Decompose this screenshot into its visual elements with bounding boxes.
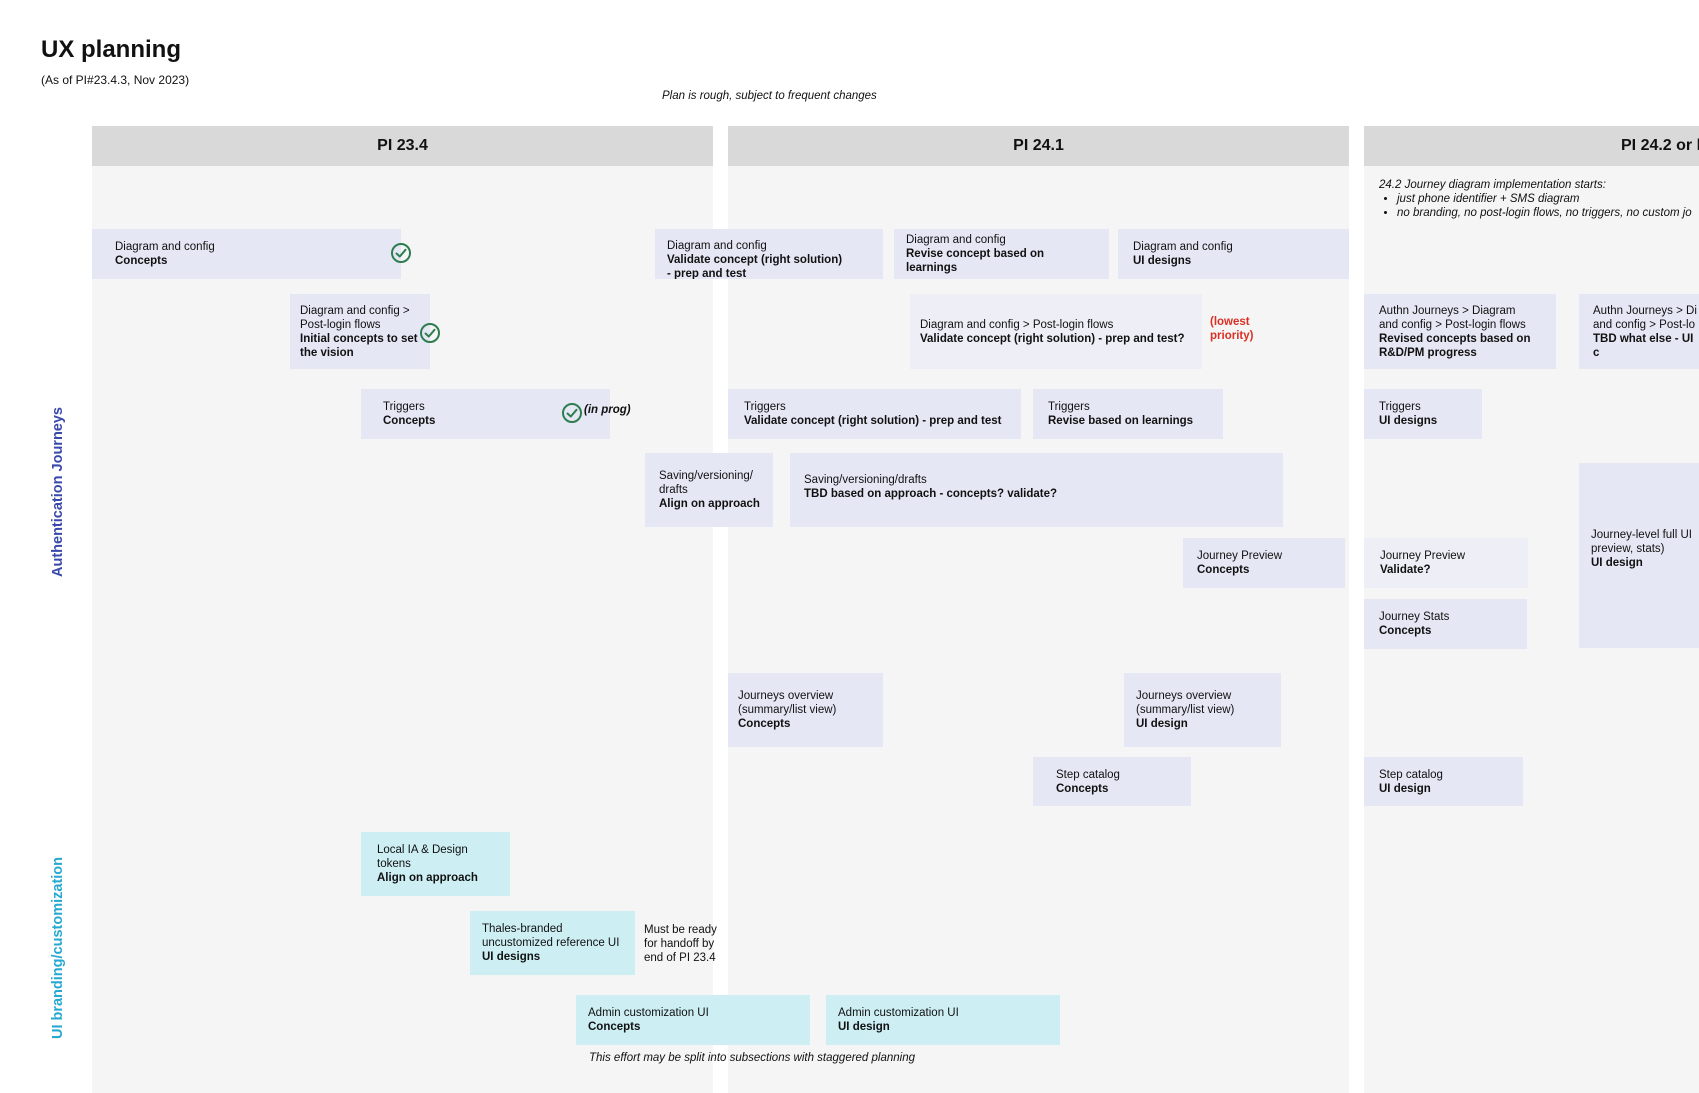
- card-diagram-revise[interactable]: Diagram and config Revise concept based …: [894, 229, 1109, 279]
- card-line: Journeys overview (summary/list view): [738, 690, 837, 716]
- card-line-bold: TBD what else - UI c: [1593, 332, 1694, 359]
- card-postlogin-tbd[interactable]: Authn Journeys > Di and config > Post-lo…: [1579, 294, 1699, 369]
- card-overview-concepts[interactable]: Journeys overview (summary/list view) Co…: [728, 673, 883, 747]
- card-line: Journey-level full UI preview, stats): [1591, 529, 1692, 555]
- card-line-bold: Concepts: [1379, 625, 1432, 637]
- card-line-bold: Validate concept (right solution) - prep…: [920, 332, 1185, 345]
- card-line: Triggers: [744, 401, 786, 413]
- card-line: Journey Preview: [1380, 550, 1466, 562]
- card-local-ia-align[interactable]: Local IA & Design tokens Align on approa…: [361, 832, 510, 896]
- card-journey-full-preview[interactable]: Journey-level full UI preview, stats) UI…: [1579, 463, 1699, 648]
- card-line: Saving/versioning/drafts: [804, 474, 927, 486]
- card-line-bold: TBD based on approach - concepts? valida…: [804, 488, 1058, 500]
- card-line: Admin customization UI: [838, 1007, 959, 1019]
- in-progress-note: (in prog): [584, 404, 631, 416]
- card-line: Diagram and config: [906, 234, 1006, 246]
- page-title: UX planning: [41, 36, 181, 63]
- card-line: Admin customization UI: [588, 1007, 709, 1019]
- card-triggers-ui-designs[interactable]: Triggers UI designs: [1364, 389, 1482, 439]
- card-line: Journeys overview (summary/list view): [1136, 690, 1235, 716]
- card-line-bold: UI design: [1379, 782, 1431, 795]
- card-line: Diagram and config: [115, 241, 215, 253]
- card-line-bold: Revise concept based on learnings: [906, 248, 1045, 274]
- card-line-bold: Revised concepts based on R&D/PM progres…: [1379, 332, 1531, 359]
- card-postlogin-initial[interactable]: Diagram and config > Post-login flows In…: [290, 294, 430, 369]
- card-line: Triggers: [383, 401, 425, 413]
- lane-label-ui-branding: UI branding/customization: [50, 856, 66, 1040]
- card-admin-concepts[interactable]: Admin customization UI Concepts: [576, 995, 810, 1045]
- card-line: Step catalog: [1379, 768, 1443, 781]
- check-circle-icon: [561, 402, 583, 429]
- card-line: Local IA & Design tokens: [377, 844, 468, 870]
- pi-24-2-note-heading: 24.2 Journey diagram implementation star…: [1379, 179, 1606, 191]
- card-line-bold: UI design: [1591, 557, 1643, 569]
- page-subtitle: (As of PI#23.4.3, Nov 2023): [41, 73, 190, 87]
- card-line-bold: Revise based on learnings: [1048, 415, 1194, 427]
- card-line-bold: UI design: [838, 1021, 890, 1033]
- card-line: Diagram and config > Post-login flows: [300, 304, 410, 331]
- card-line: Journey Stats: [1379, 611, 1450, 623]
- card-line: Journey Preview: [1197, 550, 1283, 562]
- card-line: Diagram and config: [1133, 241, 1233, 253]
- lowest-priority-note: (lowest priority): [1210, 316, 1254, 342]
- card-line-bold: Validate concept (right solution) - prep…: [744, 415, 1002, 427]
- card-line-bold: UI designs: [1133, 255, 1192, 267]
- column-header-pi-24-1: PI 24.1: [728, 126, 1349, 166]
- card-line-bold: UI design: [1136, 718, 1188, 730]
- card-line-bold: Concepts: [1197, 564, 1250, 576]
- card-postlogin-validate[interactable]: Diagram and config > Post-login flows Va…: [910, 294, 1202, 369]
- handoff-note: Must be ready for handoff by end of PI 2…: [644, 924, 717, 964]
- card-step-catalog-concepts[interactable]: Step catalog Concepts: [1033, 757, 1191, 806]
- card-line-bold: Concepts: [738, 718, 791, 730]
- card-preview-concepts[interactable]: Journey Preview Concepts: [1183, 538, 1345, 588]
- card-saving-tbd[interactable]: Saving/versioning/drafts TBD based on ap…: [790, 453, 1283, 527]
- card-saving-align[interactable]: Saving/versioning/ drafts Align on appro…: [645, 453, 773, 527]
- card-diagram-ui-designs[interactable]: Diagram and config UI designs: [1118, 229, 1349, 279]
- column-header-pi-24-2: PI 24.2 or l: [1364, 126, 1699, 166]
- column-header-pi-23-4: PI 23.4: [92, 126, 713, 166]
- card-line: Step catalog: [1056, 768, 1120, 781]
- card-line: Authn Journeys > Di and config > Post-lo: [1593, 304, 1697, 331]
- lane-label-authentication-journeys: Authentication Journeys: [50, 407, 66, 577]
- card-step-catalog-ui-design[interactable]: Step catalog UI design: [1364, 757, 1523, 806]
- check-circle-icon: [390, 242, 412, 269]
- card-overview-ui-design[interactable]: Journeys overview (summary/list view) UI…: [1124, 673, 1281, 747]
- card-line: Diagram and config > Post-login flows: [920, 318, 1114, 331]
- pi-24-2-note-bullet: no branding, no post-login flows, no tri…: [1397, 206, 1692, 220]
- card-line-bold: Concepts: [115, 255, 168, 267]
- card-line: Authn Journeys > Diagram and config > Po…: [1379, 304, 1526, 331]
- card-line: Thales-branded uncustomized reference UI: [482, 923, 620, 949]
- card-line: Triggers: [1048, 401, 1090, 413]
- check-circle-icon: [419, 322, 441, 349]
- card-line: Saving/versioning/ drafts: [659, 470, 753, 496]
- card-line-bold: UI designs: [482, 951, 541, 963]
- card-triggers-validate[interactable]: Triggers Validate concept (right solutio…: [728, 389, 1021, 439]
- card-line-bold: Concepts: [1056, 782, 1109, 795]
- card-postlogin-revised[interactable]: Authn Journeys > Diagram and config > Po…: [1364, 294, 1556, 369]
- card-diagram-concepts[interactable]: Diagram and config Concepts: [92, 229, 401, 279]
- card-line-bold: Initial concepts to set the vision: [300, 332, 418, 359]
- card-diagram-validate[interactable]: Diagram and config Validate concept (rig…: [655, 229, 883, 279]
- pi-24-2-note: 24.2 Journey diagram implementation star…: [1379, 178, 1692, 220]
- pi-24-2-note-bullet: just phone identifier + SMS diagram: [1397, 192, 1692, 206]
- card-line-bold: Concepts: [588, 1021, 641, 1033]
- card-triggers-revise[interactable]: Triggers Revise based on learnings: [1033, 389, 1223, 439]
- card-line: Triggers: [1379, 401, 1421, 413]
- card-thales-ui-designs[interactable]: Thales-branded uncustomized reference UI…: [470, 911, 635, 975]
- card-admin-ui-design[interactable]: Admin customization UI UI design: [826, 995, 1060, 1045]
- card-line-bold: Align on approach: [659, 498, 760, 510]
- card-line-bold: UI designs: [1379, 415, 1438, 427]
- split-effort-note: This effort may be split into subsection…: [589, 1052, 916, 1064]
- card-line-bold: Align on approach: [377, 872, 478, 884]
- card-preview-validate[interactable]: Journey Preview Validate?: [1364, 538, 1528, 588]
- card-stats-concepts[interactable]: Journey Stats Concepts: [1364, 599, 1527, 649]
- card-line-bold: Validate?: [1380, 564, 1431, 576]
- card-line: Diagram and config: [667, 240, 767, 252]
- card-line-bold: Validate concept (right solution) - prep…: [667, 254, 843, 279]
- plan-note: Plan is rough, subject to frequent chang…: [662, 90, 877, 102]
- column-pi-24-1-bg: [728, 126, 1349, 1093]
- card-line-bold: Concepts: [383, 415, 436, 427]
